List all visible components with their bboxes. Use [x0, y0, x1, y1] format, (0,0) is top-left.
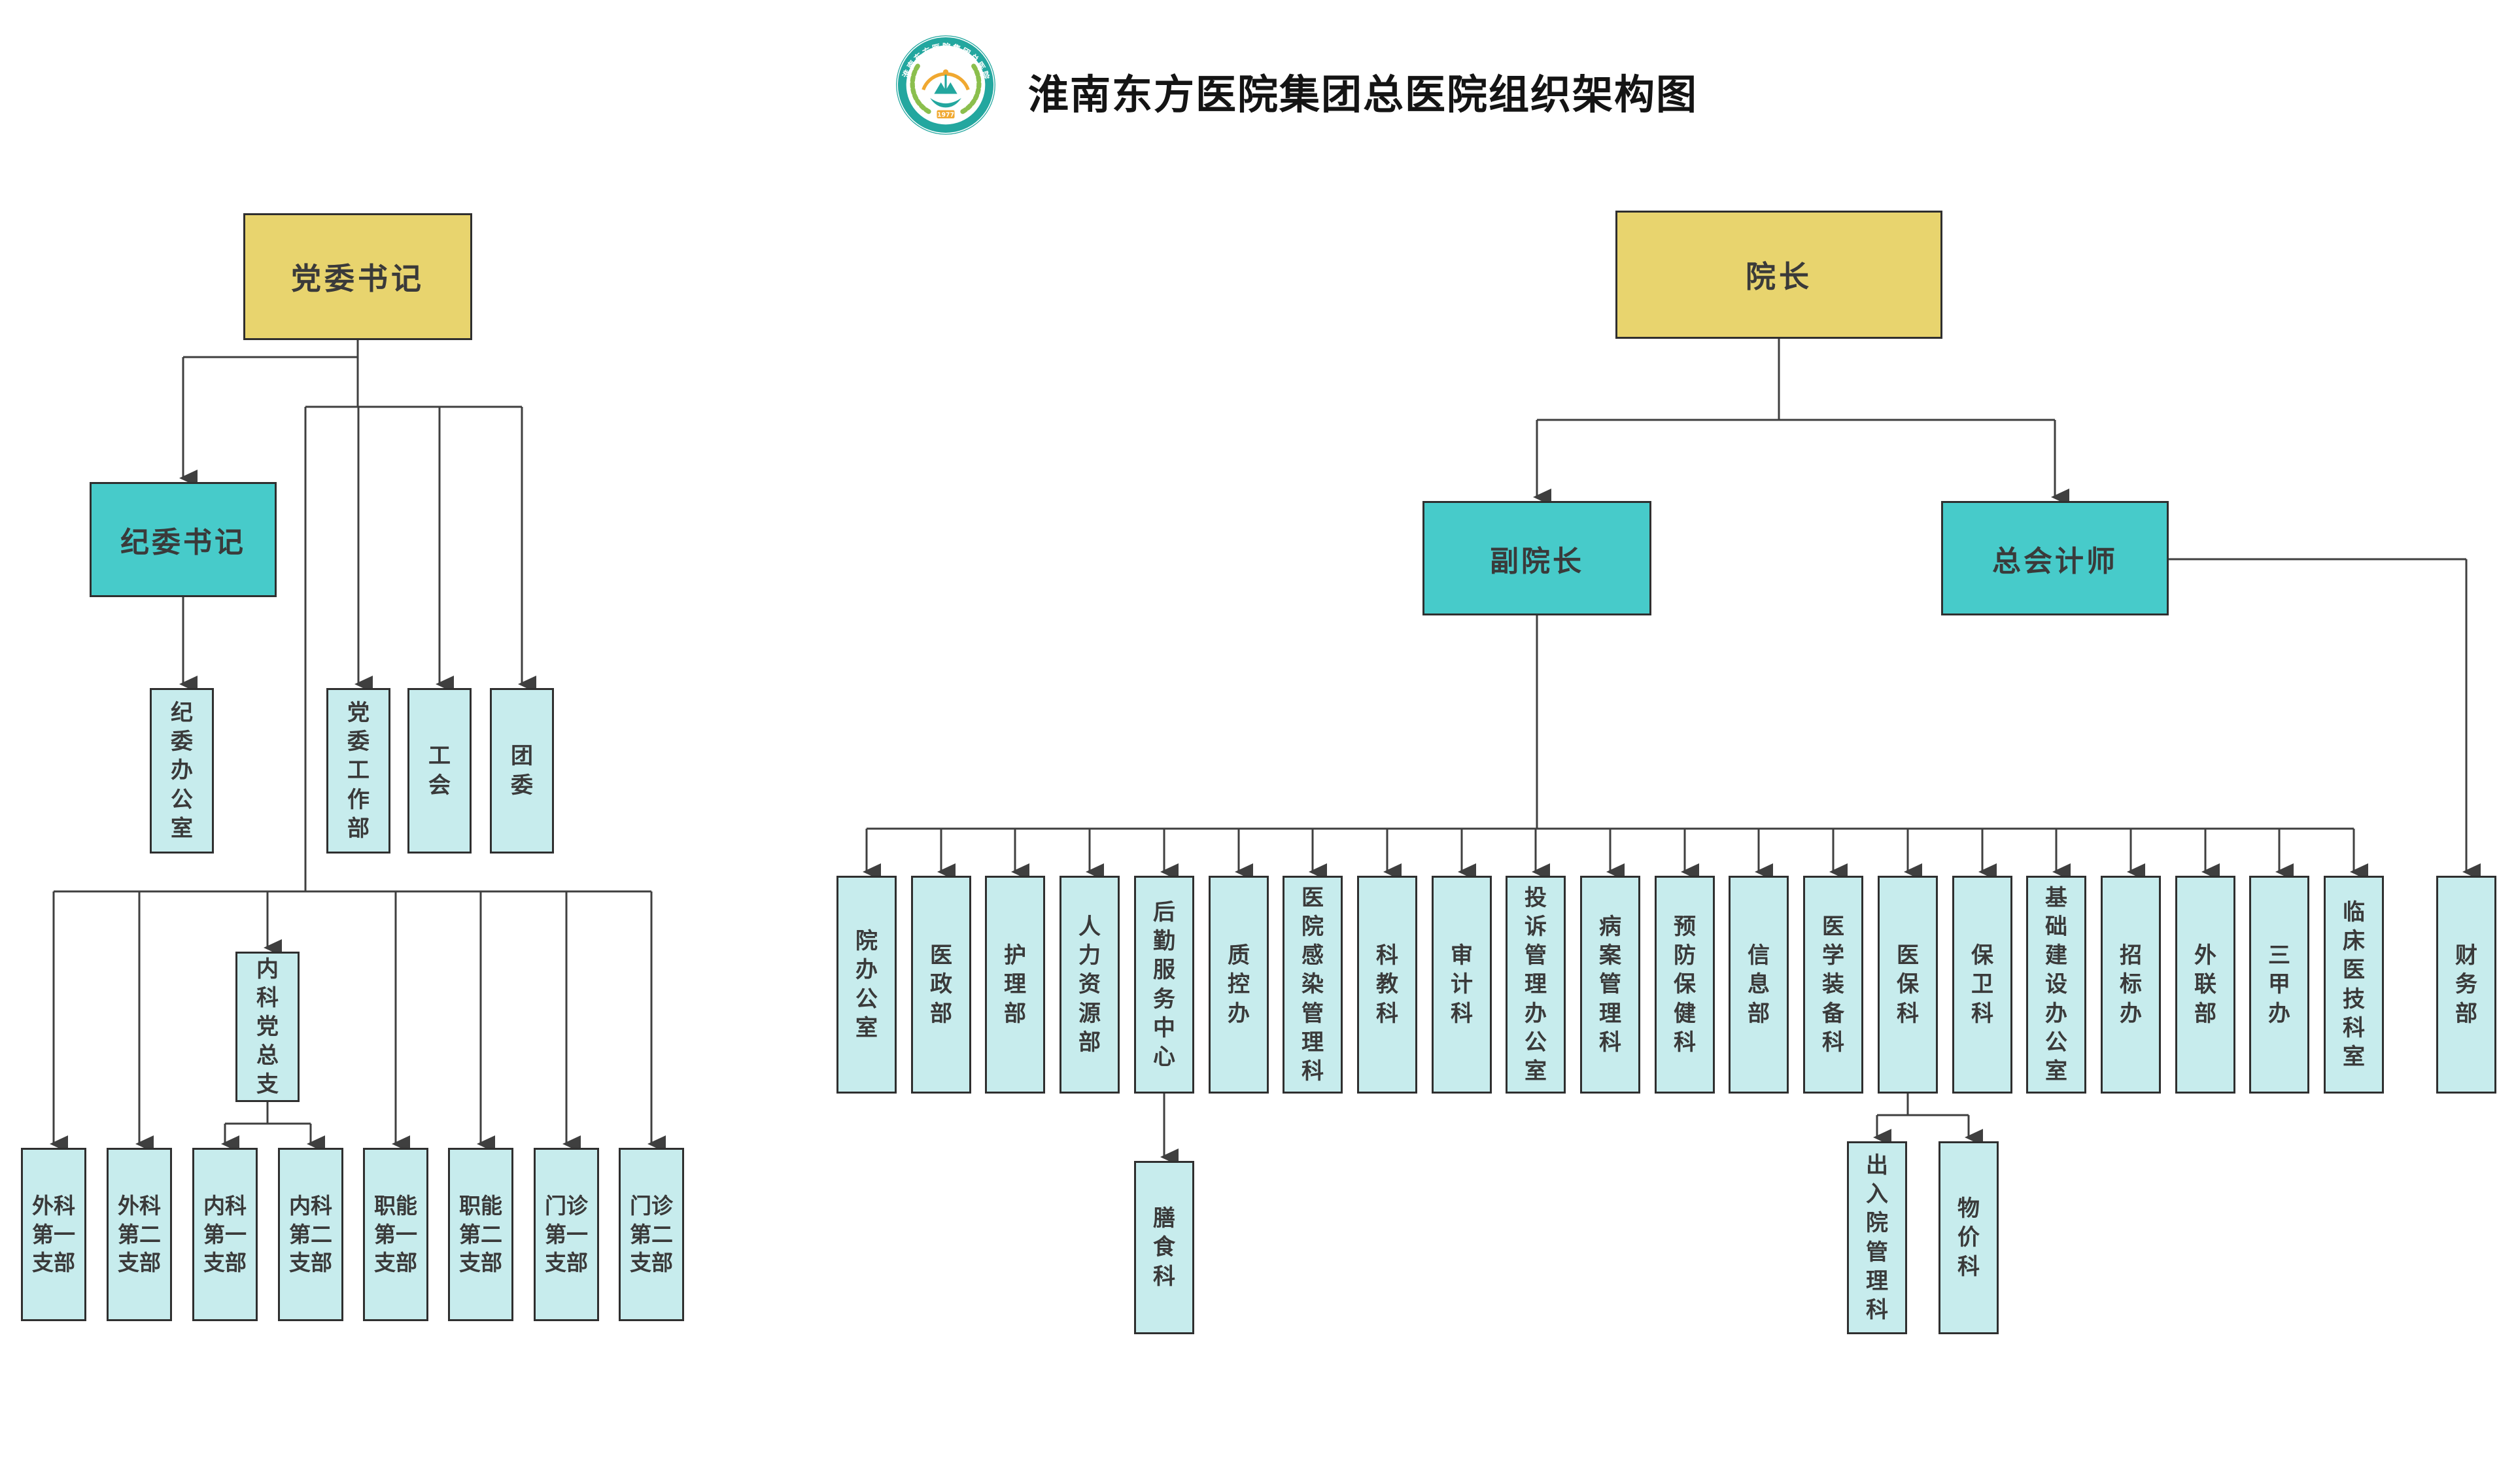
node-discipline-office: 纪委办公室 — [150, 688, 214, 854]
node-vice-president: 副院长 — [1422, 501, 1651, 615]
node-functional-branch-2: 职能第二支部 — [448, 1148, 513, 1321]
node-label: 门诊第二支部 — [630, 1192, 673, 1276]
page-title: 淮南东方医院集团总医院组织架构图 — [1028, 71, 1698, 118]
node-internal-medicine-party-general-branch: 内科党总支 — [235, 952, 300, 1102]
node-outpatient-branch-2: 门诊第二支部 — [619, 1148, 684, 1321]
node-security-dept: 保卫科 — [1952, 876, 2012, 1094]
node-bidding-office: 招标办 — [2101, 876, 2161, 1094]
node-label: 院长 — [1746, 259, 1812, 294]
node-labor-union: 工会 — [407, 688, 472, 854]
node-hospital-office: 院办公室 — [836, 876, 897, 1094]
node-complaint-management-office: 投诉管理办公室 — [1506, 876, 1566, 1094]
node-label: 保卫科 — [1971, 942, 1993, 1027]
logo-year: 1977 — [937, 111, 954, 118]
node-medical-equipment-dept: 医学装备科 — [1803, 876, 1863, 1094]
node-label: 信息部 — [1748, 942, 1770, 1027]
node-label: 党委书记 — [291, 261, 424, 296]
node-label: 医学装备科 — [1822, 914, 1844, 1056]
node-party-work-dept: 党委工作部 — [326, 688, 390, 854]
node-dietary-dept: 膳食科 — [1134, 1161, 1194, 1334]
node-finance-dept: 财务部 — [2436, 876, 2496, 1094]
node-label: 纪委办公室 — [171, 700, 193, 842]
node-label: 膳食科 — [1153, 1205, 1175, 1290]
node-internal-medicine-branch-1: 内科第一支部 — [192, 1148, 258, 1321]
node-label: 后勤服务中心 — [1153, 899, 1175, 1070]
node-external-liaison-dept: 外联部 — [2175, 876, 2235, 1094]
node-label: 财务部 — [2455, 942, 2477, 1027]
node-label: 内科第二支部 — [289, 1192, 332, 1276]
node-label: 质控办 — [1228, 942, 1250, 1027]
node-label: 物价科 — [1957, 1196, 1980, 1280]
node-medical-administration-dept: 医政部 — [911, 876, 971, 1094]
node-label: 副院长 — [1490, 544, 1584, 578]
node-label: 投诉管理办公室 — [1525, 884, 1547, 1084]
node-label: 人力资源部 — [1078, 914, 1101, 1056]
node-party-secretary: 党委书记 — [243, 213, 472, 340]
node-label: 纪委书记 — [120, 526, 246, 559]
logo-hands — [930, 97, 961, 108]
node-label: 职能第二支部 — [459, 1192, 502, 1276]
node-price-office: 物价科 — [1939, 1141, 1999, 1334]
node-label: 预防保健科 — [1674, 914, 1696, 1056]
node-label: 门诊第一支部 — [545, 1192, 588, 1276]
node-information-dept: 信息部 — [1729, 876, 1789, 1094]
node-label: 外联部 — [2194, 942, 2216, 1027]
node-label: 医院感染管理科 — [1301, 884, 1324, 1084]
node-infection-management-dept: 医院感染管理科 — [1283, 876, 1343, 1094]
node-chief-accountant: 总会计师 — [1941, 501, 2169, 615]
node-human-resources-dept: 人力资源部 — [1060, 876, 1120, 1094]
node-label: 护理部 — [1004, 942, 1026, 1027]
node-label: 审计科 — [1451, 942, 1473, 1027]
node-label: 三甲办 — [2268, 942, 2290, 1027]
node-quality-control-office: 质控办 — [1209, 876, 1269, 1094]
node-label: 基础建设办公室 — [2045, 884, 2067, 1084]
node-label: 职能第一支部 — [374, 1192, 417, 1276]
node-label: 出入院管理科 — [1866, 1152, 1888, 1323]
node-medical-insurance-dept: 医保科 — [1878, 876, 1938, 1094]
node-functional-branch-1: 职能第一支部 — [363, 1148, 428, 1321]
node-president: 院长 — [1615, 211, 1942, 339]
node-internal-medicine-branch-2: 内科第二支部 — [278, 1148, 343, 1321]
logo-wreath-right — [960, 63, 982, 114]
node-label: 内科党总支 — [256, 956, 279, 1098]
node-label: 医政部 — [930, 942, 952, 1027]
node-nursing-dept: 护理部 — [985, 876, 1045, 1094]
node-clinical-medical-technology-dept: 临床医技科室 — [2324, 876, 2384, 1094]
node-science-education-dept: 科教科 — [1357, 876, 1417, 1094]
node-medical-records-dept: 病案管理科 — [1580, 876, 1640, 1094]
node-label: 招标办 — [2120, 942, 2142, 1027]
node-label: 工会 — [428, 743, 451, 799]
logo-trees — [934, 82, 957, 94]
node-label: 外科第一支部 — [32, 1192, 75, 1276]
node-logistics-service-center: 后勤服务中心 — [1134, 876, 1194, 1094]
node-preventive-healthcare-dept: 预防保健科 — [1655, 876, 1715, 1094]
node-label: 医保科 — [1897, 942, 1919, 1027]
node-youth-league: 团委 — [490, 688, 554, 854]
node-grade-a-accreditation-office: 三甲办 — [2249, 876, 2309, 1094]
node-discipline-secretary: 纪委书记 — [90, 482, 277, 597]
node-label: 团委 — [511, 743, 533, 799]
node-infrastructure-construction-office: 基础建设办公室 — [2026, 876, 2086, 1094]
node-label: 科教科 — [1376, 942, 1398, 1027]
node-outpatient-branch-1: 门诊第一支部 — [534, 1148, 599, 1321]
node-label: 院办公室 — [855, 928, 878, 1041]
node-audit-dept: 审计科 — [1432, 876, 1492, 1094]
node-label: 临床医技科室 — [2343, 899, 2365, 1070]
node-label: 外科第二支部 — [118, 1192, 161, 1276]
node-label: 总会计师 — [1992, 544, 2118, 578]
node-surgery-branch-1: 外科第一支部 — [21, 1148, 86, 1321]
node-label: 病案管理科 — [1599, 914, 1621, 1056]
node-surgery-branch-2: 外科第二支部 — [107, 1148, 172, 1321]
node-label: 党委工作部 — [347, 700, 370, 842]
hospital-logo: 淮南东方医院集团总医院 1977 — [896, 35, 995, 135]
node-admission-discharge-office: 出入院管理科 — [1847, 1141, 1907, 1334]
logo-wreath-left — [910, 63, 931, 114]
node-label: 内科第一支部 — [203, 1192, 247, 1276]
